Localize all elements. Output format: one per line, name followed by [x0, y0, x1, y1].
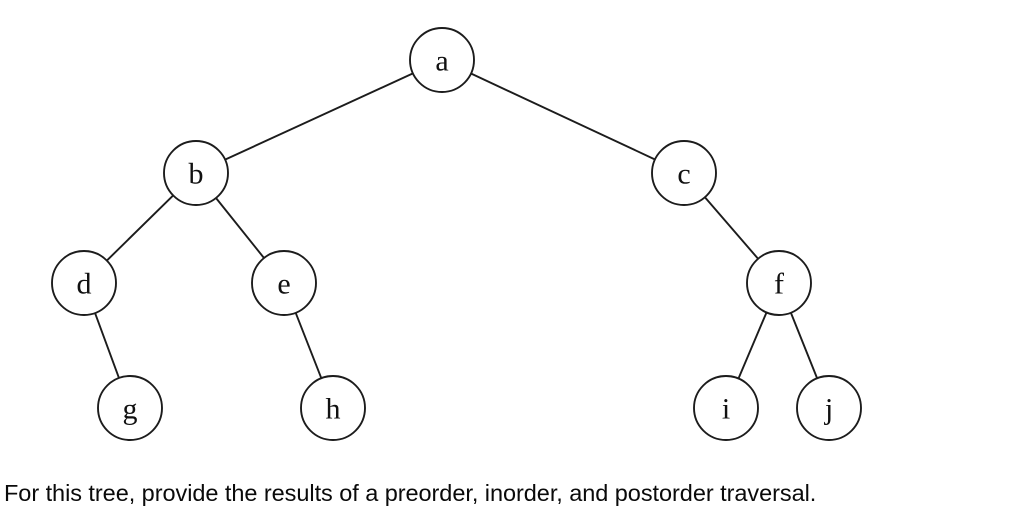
- tree-edge-a-b: [224, 72, 414, 161]
- node-layer: a b c d e f g h i j: [51, 27, 862, 441]
- tree-node-g: g: [97, 375, 163, 441]
- tree-edge-a-c: [470, 72, 656, 161]
- tree-node-label-b: b: [189, 158, 204, 191]
- tree-node-label-h: h: [326, 393, 341, 426]
- tree-node-c: c: [651, 140, 717, 206]
- tree-node-e: e: [251, 250, 317, 316]
- tree-node-circle-j: [796, 375, 862, 441]
- tree-node-circle-h: [300, 375, 366, 441]
- tree-node-label-i: i: [722, 393, 730, 426]
- tree-edge-e-h: [294, 311, 323, 380]
- tree-node-label-e: e: [277, 268, 290, 301]
- tree-node-label-c: c: [677, 158, 690, 191]
- tree-node-circle-c: [651, 140, 717, 206]
- tree-node-circle-g: [97, 375, 163, 441]
- tree-node-label-d: d: [77, 268, 92, 301]
- tree-node-a: a: [409, 27, 475, 93]
- tree-node-label-j: j: [824, 393, 833, 426]
- tree-edge-b-e: [215, 197, 265, 259]
- binary-tree-diagram: a b c d e f g h i j: [51, 27, 862, 441]
- tree-edge-d-g: [94, 312, 120, 379]
- tree-edge-c-f: [703, 196, 760, 260]
- figure-caption: For this tree, provide the results of a …: [4, 480, 817, 506]
- tree-node-h: h: [300, 375, 366, 441]
- tree-node-circle-i: [693, 375, 759, 441]
- tree-node-label-g: g: [123, 393, 138, 426]
- tree-node-circle-d: [51, 250, 117, 316]
- tree-edge-b-d: [105, 194, 175, 262]
- tree-node-d: d: [51, 250, 117, 316]
- tree-node-i: i: [693, 375, 759, 441]
- tree-node-label-a: a: [435, 45, 448, 78]
- tree-node-circle-f: [746, 250, 812, 316]
- tree-node-j: j: [796, 375, 862, 441]
- tree-node-f: f: [746, 250, 812, 316]
- tree-node-circle-e: [251, 250, 317, 316]
- tree-node-b: b: [163, 140, 229, 206]
- tree-node-circle-b: [163, 140, 229, 206]
- tree-edge-f-i: [737, 311, 768, 380]
- tree-node-circle-a: [409, 27, 475, 93]
- edge-layer: [94, 72, 819, 380]
- tree-node-label-f: f: [774, 268, 784, 301]
- tree-edge-f-j: [789, 311, 819, 380]
